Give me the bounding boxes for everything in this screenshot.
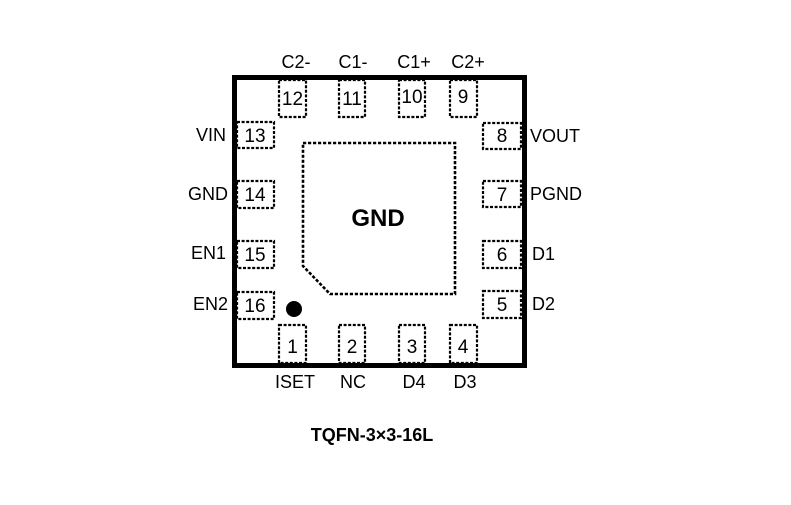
package-outline (232, 75, 527, 368)
pad (481, 179, 523, 209)
pin-1: 1 ISET (275, 323, 315, 392)
pad (481, 239, 523, 270)
pad (337, 78, 367, 119)
pin-5: 5 D2 (481, 289, 555, 320)
exposed-pad (301, 141, 457, 296)
pin-11: 11 C1- (337, 52, 368, 119)
pad (481, 121, 523, 151)
pad-number: 3 (407, 337, 418, 358)
pad (397, 78, 427, 119)
pad-number: 5 (497, 295, 508, 316)
pad-number: 9 (458, 87, 469, 108)
pin-label: GND (188, 184, 228, 204)
pin-16: 16 EN2 (193, 290, 276, 321)
pad-number: 14 (244, 185, 266, 206)
pad (448, 323, 479, 365)
pad (235, 120, 276, 150)
pin-label: D4 (402, 372, 425, 392)
pin1-marker-dot (286, 301, 302, 317)
pad-number: 6 (497, 245, 508, 266)
pad (235, 239, 276, 270)
pad-number: 11 (342, 89, 362, 110)
package-title: TQFN-3×3-16L (311, 425, 434, 445)
pin-label: D1 (532, 244, 555, 264)
pad-number: 12 (282, 89, 303, 110)
pin-label: C1+ (397, 52, 431, 72)
pin-label: PGND (530, 184, 582, 204)
pin-label: C1- (338, 52, 367, 72)
pad-number: 2 (347, 337, 358, 358)
pin-10: 10 C1+ (397, 52, 431, 119)
pad (235, 179, 276, 210)
pin-label: VIN (196, 125, 226, 145)
bottom-pins: 1 ISET 2 NC 3 D4 4 D3 (275, 323, 479, 392)
pad-number: 7 (497, 185, 508, 206)
pad (481, 289, 523, 320)
pin-label: D2 (532, 294, 555, 314)
pin-label: EN2 (193, 294, 228, 314)
right-pins: 8 VOUT 7 PGND 6 D1 5 D2 (481, 121, 582, 320)
pin-9: 9 C2+ (448, 52, 485, 119)
pin-label: EN1 (191, 243, 226, 263)
pin-14: 14 GND (188, 179, 276, 210)
pad (235, 290, 276, 321)
pin-6: 6 D1 (481, 239, 555, 270)
pin-label: VOUT (530, 126, 580, 146)
pin-8: 8 VOUT (481, 121, 580, 151)
pad-number: 10 (401, 87, 422, 108)
pad-number: 15 (244, 245, 265, 266)
pin-15: 15 EN1 (191, 239, 276, 270)
pin-label: C2+ (451, 52, 485, 72)
pad-number: 4 (458, 337, 469, 358)
pin-label: NC (340, 372, 366, 392)
pin-4: 4 D3 (448, 323, 479, 392)
pin-3: 3 D4 (397, 323, 427, 392)
pin-13: 13 VIN (196, 120, 276, 150)
pad-number: 8 (497, 126, 508, 147)
pad-number: 13 (244, 126, 265, 147)
pin-2: 2 NC (337, 323, 367, 392)
pin-7: 7 PGND (481, 179, 582, 209)
pin-12: 12 C2- (277, 52, 311, 119)
pad-number: 16 (244, 296, 265, 317)
exposed-pad-label: GND (351, 205, 404, 232)
left-pins: 13 VIN 14 GND 15 EN1 16 EN2 (188, 120, 276, 321)
pad (277, 323, 308, 365)
pin-label: D3 (453, 372, 476, 392)
pad-number: 1 (287, 337, 298, 358)
top-pins: 12 C2- 11 C1- 10 C1+ 9 C2+ (277, 52, 485, 119)
pin-label: ISET (275, 372, 315, 392)
pin-label: C2- (281, 52, 310, 72)
